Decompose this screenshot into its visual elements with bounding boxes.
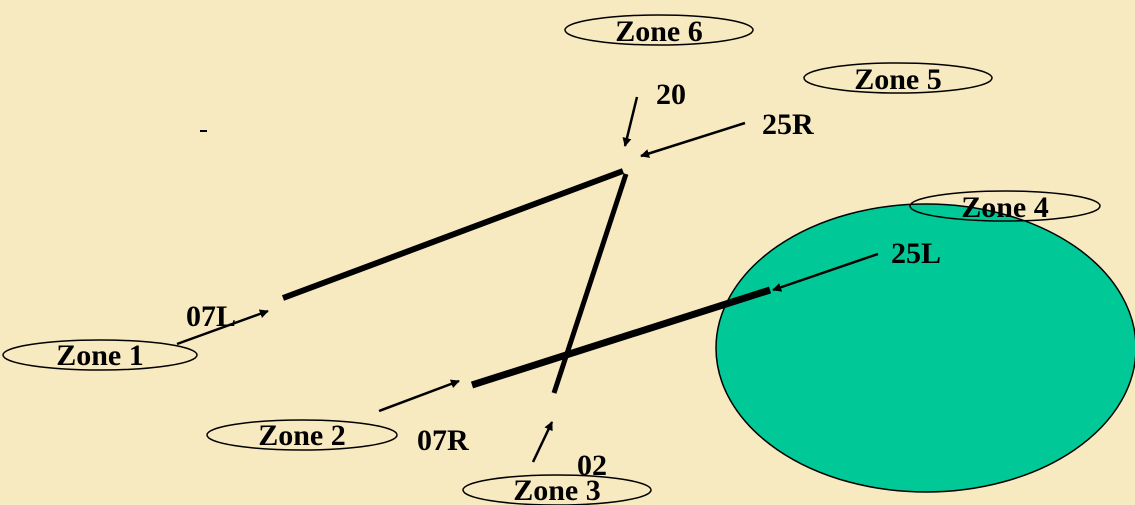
zone-1-label: Zone 1 — [56, 339, 144, 372]
zone-4-label: Zone 4 — [961, 191, 1049, 224]
arrow-zone-1-to-07l — [176, 309, 269, 346]
runway-label-07l: 07L — [186, 300, 236, 333]
runway-label-25l: 25L — [891, 237, 941, 270]
zone-5-outline — [803, 62, 993, 94]
arrow-zone-3-to-02 — [531, 421, 554, 463]
zone-6-label: Zone 6 — [615, 15, 703, 48]
zone-1-outline — [2, 339, 198, 371]
runway-label-25r: 25R — [762, 108, 814, 141]
zone-4-area — [715, 203, 1135, 493]
zone-3-outline — [462, 474, 652, 505]
arrow-zone-4-to-25l — [772, 252, 879, 292]
arrow-zone-2-to-07r — [378, 379, 460, 413]
runway-07r-25l — [470, 286, 772, 389]
runway-07l-25r — [281, 168, 625, 301]
runway-label-02: 02 — [577, 449, 607, 482]
zone-3-label: Zone 3 — [513, 474, 601, 505]
zone-2-outline — [206, 419, 398, 451]
runway-02-20 — [551, 173, 629, 394]
runway-label-20: 20 — [656, 78, 686, 111]
zone-2-label: Zone 2 — [258, 419, 346, 452]
arrow-zone-6-to-20 — [622, 96, 639, 147]
runway-label-07r: 07R — [417, 424, 469, 457]
zone-4-outline — [909, 190, 1101, 222]
arrow-zone-5-to-25r — [640, 121, 746, 158]
zone-6-outline — [564, 14, 754, 46]
zone-5-label: Zone 5 — [854, 63, 942, 96]
